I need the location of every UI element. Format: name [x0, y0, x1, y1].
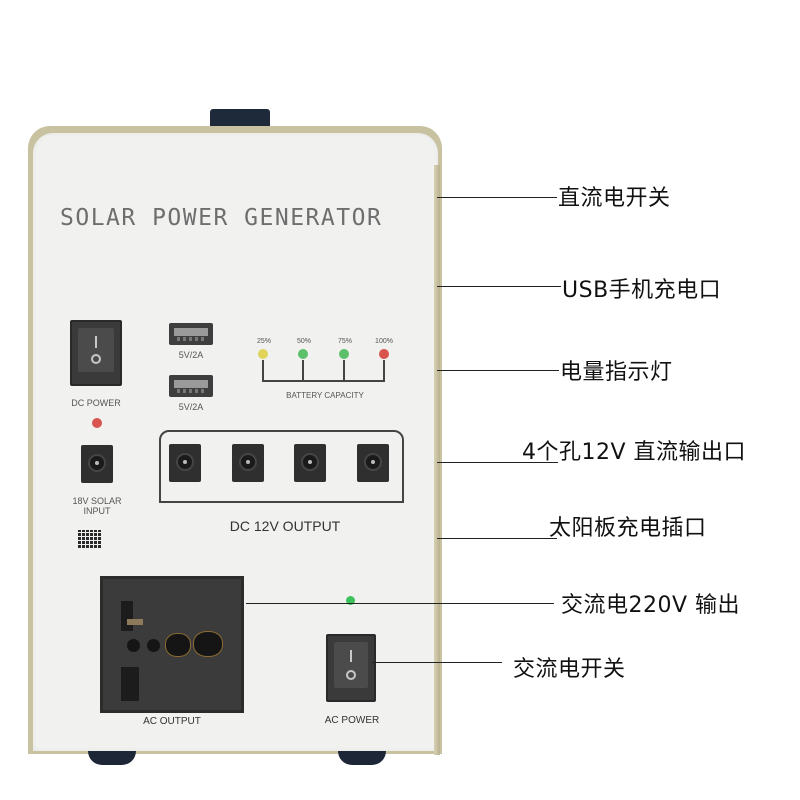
rubber-foot-left [88, 751, 136, 765]
dc-power-switch[interactable] [70, 320, 122, 386]
socket-hole-pin-1 [165, 633, 191, 657]
ac-power-switch[interactable] [326, 634, 376, 702]
solar-input-label: 18V SOLAR INPUT [60, 496, 134, 516]
socket-contact [127, 619, 143, 625]
dc-output-label: DC 12V OUTPUT [229, 518, 341, 534]
battery-capacity-label: BATTERY CAPACITY [286, 391, 364, 400]
ac-output-label: AC OUTPUT [143, 716, 201, 727]
battery-led-75 [339, 349, 349, 359]
callout-line-usb [437, 286, 561, 287]
battery-level-100-label: 100% [375, 338, 393, 345]
dc-output-jack-2[interactable] [232, 444, 264, 482]
callout-line-battery [437, 370, 559, 371]
jack-pin [183, 460, 187, 464]
dc-output-jack-3[interactable] [294, 444, 326, 482]
carry-handle [210, 109, 270, 129]
callout-line-dc-switch [437, 197, 557, 198]
ac-output-socket[interactable] [100, 576, 244, 713]
dc-output-jack-1[interactable] [169, 444, 201, 482]
callout-ac-output: 交流电220V 输出 [561, 593, 741, 618]
callout-line-ac-output [246, 603, 554, 604]
callout-dc-switch: 直流电开关 [558, 186, 671, 211]
bracket-stem [343, 360, 345, 381]
dc-power-label: DC POWER [71, 398, 121, 408]
usb-pins [177, 337, 205, 341]
switch-rocker [334, 642, 368, 688]
usb-port-1-label: 5V/2A [178, 350, 204, 360]
solar-input-label-line2: INPUT [83, 506, 111, 516]
callout-line-dc-output [437, 462, 558, 463]
battery-level-75-label: 75% [337, 338, 352, 345]
dc-output-frame [159, 430, 404, 503]
jack-pin [95, 461, 99, 465]
jack-pin [246, 460, 250, 464]
bracket-stem [383, 360, 385, 381]
usb-port-1[interactable] [169, 323, 213, 345]
callout-line-ac-switch [372, 662, 502, 663]
battery-level-50-label: 50% [296, 338, 311, 345]
solar-input-label-line1: 18V SOLAR [72, 496, 122, 506]
off-mark-icon [346, 670, 356, 680]
callout-line-solar [437, 538, 557, 539]
battery-led-50 [298, 349, 308, 359]
jack-pin [308, 460, 312, 464]
jack-pin [371, 460, 375, 464]
socket-hole-pin-2 [193, 631, 223, 657]
rubber-foot-right [338, 751, 386, 765]
usb-port-2-label: 5V/2A [178, 402, 204, 412]
callout-solar-input: 太阳板充电插口 [549, 516, 707, 541]
dc-output-jack-4[interactable] [357, 444, 389, 482]
callout-usb-port: USB手机充电口 [562, 278, 722, 303]
case-side-edge [434, 165, 440, 755]
on-mark-icon [350, 650, 352, 662]
usb-slot [174, 380, 208, 388]
ac-power-label: AC POWER [324, 715, 380, 726]
on-mark-icon [95, 336, 97, 348]
device-title: SOLAR POWER GENERATOR [60, 205, 383, 231]
battery-led-25 [258, 349, 268, 359]
bracket-stem [262, 360, 264, 381]
usb-port-2[interactable] [169, 375, 213, 397]
usb-pins [177, 389, 205, 393]
callout-dc-output: 4个孔12V 直流输出口 [522, 440, 747, 465]
solar-input-jack[interactable] [81, 445, 113, 483]
off-mark-icon [91, 354, 101, 364]
callout-ac-switch: 交流电开关 [513, 657, 626, 682]
socket-hole-round-2 [147, 639, 160, 652]
battery-level-25-label: 25% [256, 338, 271, 345]
callout-battery-indicator: 电量指示灯 [560, 360, 673, 385]
socket-hole-round-1 [127, 639, 140, 652]
socket-slot-top [121, 601, 133, 631]
bracket-stem [302, 360, 304, 381]
switch-rocker [78, 328, 114, 372]
battery-led-100 [379, 349, 389, 359]
usb-slot [174, 328, 208, 336]
bracket-bar [262, 380, 385, 382]
dc-indicator-led [92, 418, 102, 428]
solar-panel-icon [78, 530, 102, 548]
socket-slot-bottom [121, 667, 139, 701]
ac-indicator-led [346, 596, 355, 605]
